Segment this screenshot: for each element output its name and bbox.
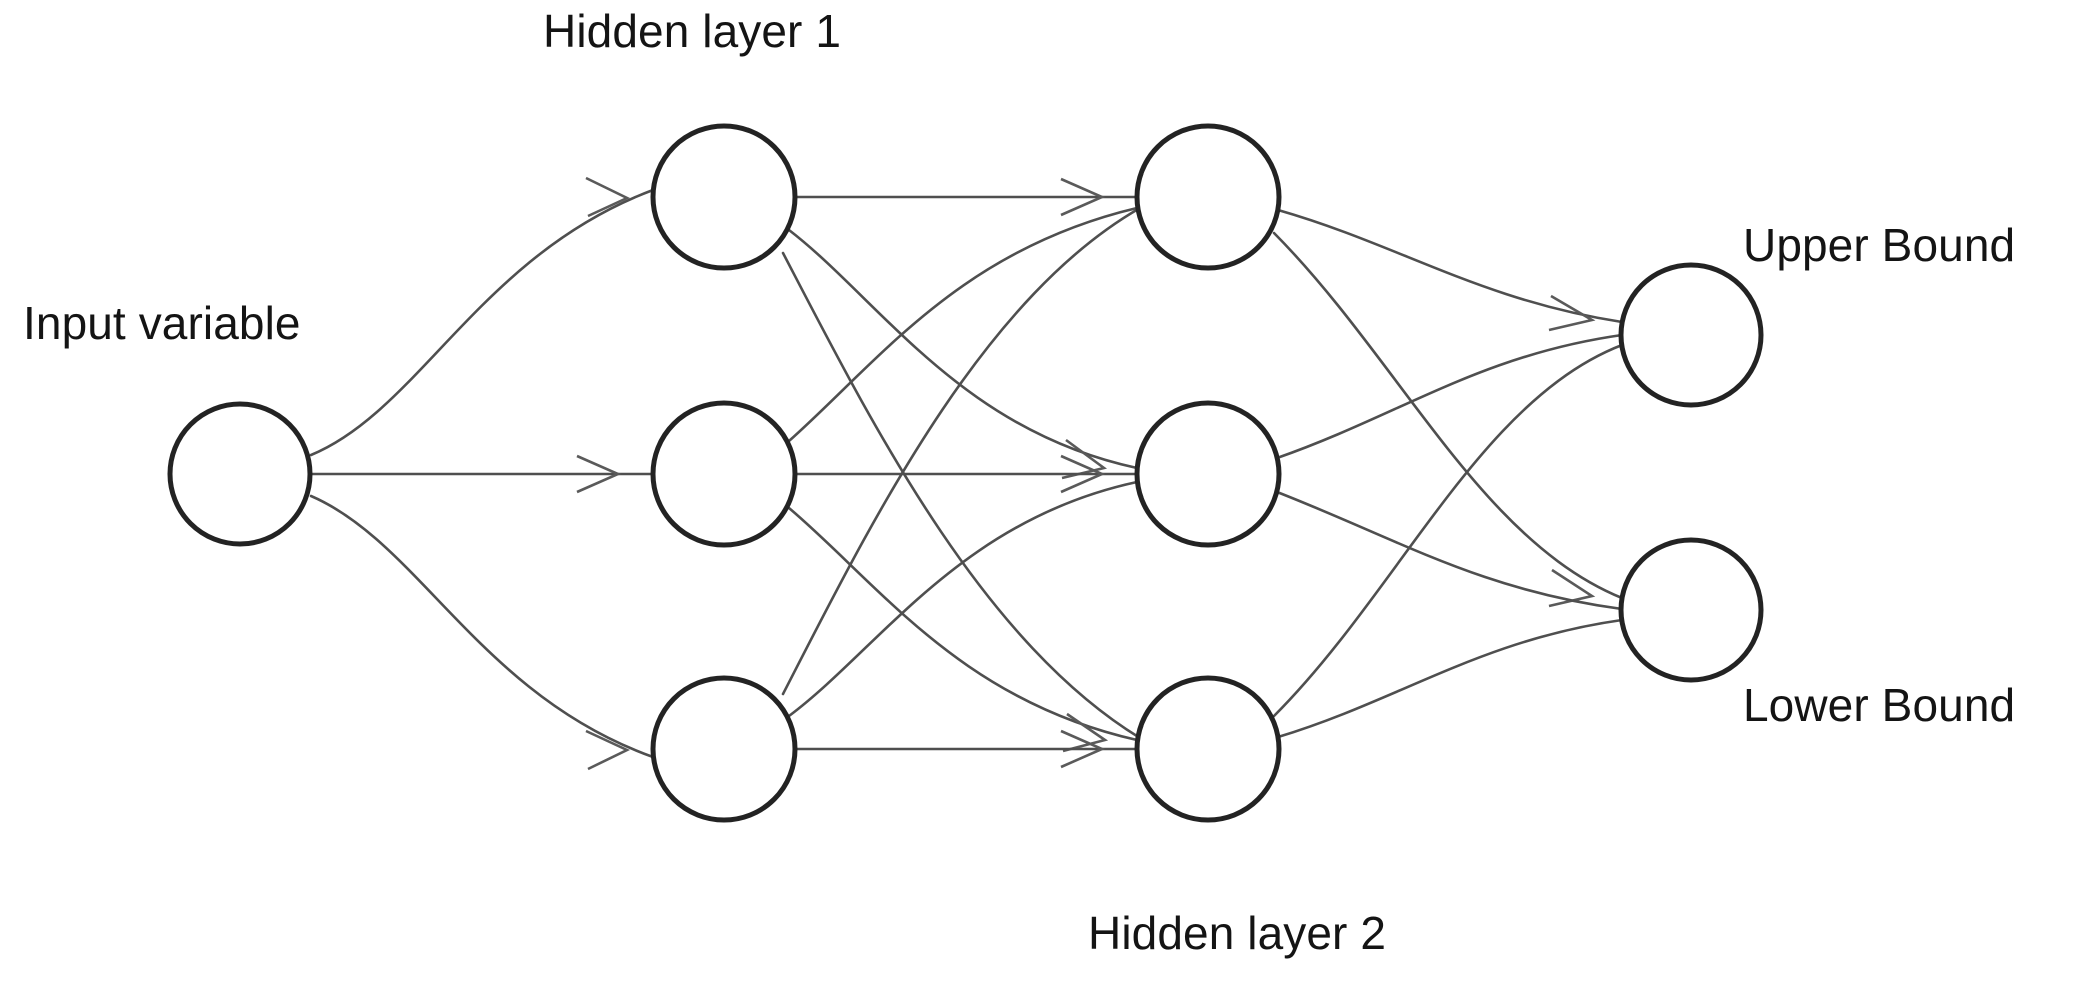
edge-arrowhead-h2a-o2: [1548, 568, 1596, 608]
edge-h1a-h2c: [781, 251, 1142, 740]
edge-h1b-h2a: [787, 206, 1139, 443]
label-hidden-layer-1: Hidden layer 1: [543, 5, 842, 57]
edge-arrowhead-i1-h1c: [585, 729, 631, 771]
node-output-upper-bound[interactable]: [1618, 262, 1764, 408]
edge-h1c-h2a: [781, 206, 1142, 696]
edge-h2c-o2: [1276, 618, 1624, 739]
edge-arrowhead-h1a-h2a: [1060, 177, 1106, 217]
edge-h1b-h2c: [787, 506, 1139, 742]
label-hidden-layer-2: Hidden layer 2: [1088, 907, 1387, 959]
node-hidden2-1[interactable]: [1134, 123, 1282, 271]
edge-group-input-to-hidden1: [309, 176, 655, 771]
node-hidden1-2[interactable]: [650, 400, 798, 548]
label-upper-bound: Upper Bound: [1743, 219, 2016, 271]
edge-i1-h1c: [309, 494, 655, 759]
edge-arrowhead-h2a-o1: [1548, 294, 1596, 332]
edge-h2b-o2: [1275, 490, 1624, 611]
edge-arrowhead-i1-h1a: [585, 176, 631, 218]
edge-h1a-h2b: [787, 228, 1139, 470]
node-hidden1-3[interactable]: [650, 675, 798, 823]
label-input-variable: Input variable: [23, 297, 301, 349]
node-group-hidden2: [1134, 123, 1282, 823]
edge-h2a-o1: [1276, 208, 1624, 324]
node-group-output: [1618, 262, 1764, 683]
node-hidden2-3[interactable]: [1134, 675, 1282, 823]
edge-arrowhead-i1-h1b: [576, 454, 622, 494]
edge-h2a-o2: [1272, 231, 1624, 600]
edge-arrowhead-h1b-h2c: [1062, 712, 1109, 753]
edge-group-hidden2-to-output: [1272, 208, 1624, 739]
node-output-lower-bound[interactable]: [1618, 537, 1764, 683]
node-group-hidden1: [650, 123, 798, 823]
edge-arrowhead-h1b-h2b: [1060, 454, 1106, 494]
edge-h2c-o1: [1272, 343, 1624, 718]
edge-group-hidden1-to-hidden2: [781, 177, 1142, 769]
edge-h1c-h2b: [787, 480, 1139, 718]
edge-arrowhead-h1c-h2c: [1060, 729, 1106, 769]
edge-i1-h1a: [309, 188, 655, 457]
node-hidden1-1[interactable]: [650, 123, 798, 271]
node-input-1[interactable]: [167, 401, 313, 547]
edge-h2b-o1: [1275, 333, 1624, 460]
node-hidden2-2[interactable]: [1134, 400, 1282, 548]
label-lower-bound: Lower Bound: [1743, 679, 2016, 731]
node-group-input: [167, 401, 313, 547]
